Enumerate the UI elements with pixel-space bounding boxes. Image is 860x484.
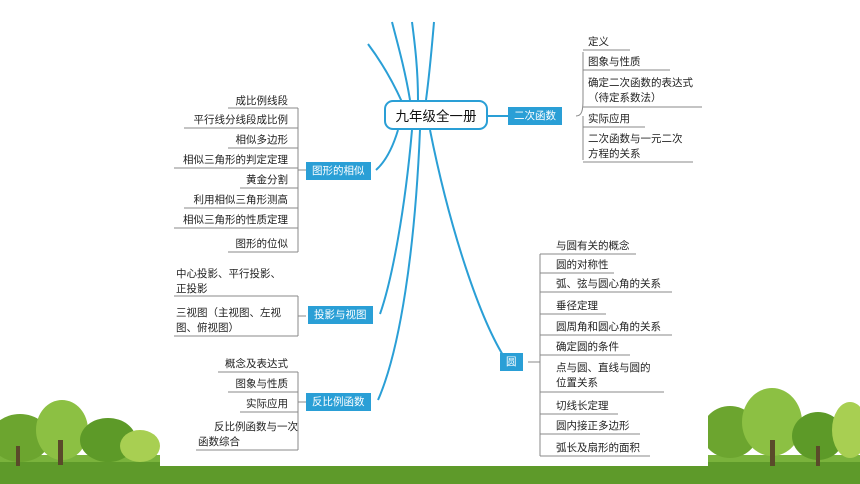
branch-tag-projection-label: 投影与视图 — [314, 309, 367, 321]
quadratic-item-5b: 方程的关系 — [588, 148, 641, 160]
branch-tag-quadratic-label: 二次函数 — [514, 110, 556, 122]
quadratic-item-3b: （待定系数法） — [588, 92, 662, 104]
similar-item-1: 成比例线段 — [235, 95, 289, 107]
similar-item-5: 黄金分割 — [246, 174, 288, 186]
branch-tag-quadratic: 二次函数 — [508, 107, 562, 125]
projection-item-2b: 图、俯视图） — [176, 322, 239, 334]
circle-item-1: 与圆有关的概念 — [556, 240, 630, 252]
branch-tag-circle: 圆 — [500, 353, 523, 371]
quadratic-item-4: 实际应用 — [588, 113, 630, 125]
inverse-item-2: 图象与性质 — [235, 378, 289, 390]
inverse-item-1: 概念及表达式 — [225, 358, 288, 370]
branch-tag-inverse: 反比例函数 — [306, 393, 371, 411]
projection-item-1b: 正投影 — [176, 283, 208, 295]
circle-item-7b: 位置关系 — [556, 377, 598, 389]
similar-item-2: 平行线分线段成比例 — [193, 114, 289, 126]
similar-item-8: 图形的位似 — [235, 238, 289, 250]
center-node: 九年级全一册 — [384, 100, 488, 130]
circle-item-9: 圆内接正多边形 — [556, 420, 630, 432]
similar-item-4: 相似三角形的判定定理 — [183, 154, 288, 166]
branch-tag-similar-label: 图形的相似 — [312, 165, 365, 177]
inverse-item-3: 实际应用 — [246, 398, 288, 410]
circle-item-6: 确定圆的条件 — [556, 341, 619, 353]
circle-item-8: 切线长定理 — [556, 400, 609, 412]
quadratic-item-1: 定义 — [588, 36, 609, 48]
similar-item-3: 相似多边形 — [235, 134, 289, 146]
circle-item-3: 弧、弦与圆心角的关系 — [556, 278, 661, 290]
inverse-item-4a: 反比例函数与一次 — [214, 421, 298, 433]
inverse-item-4b: 函数综合 — [198, 436, 240, 448]
quadratic-item-5a: 二次函数与一元二次 — [588, 133, 683, 145]
branch-tag-projection: 投影与视图 — [308, 306, 373, 324]
circle-item-5: 圆周角和圆心角的关系 — [556, 321, 661, 333]
quadratic-item-3a: 确定二次函数的表达式 — [588, 77, 693, 89]
similar-item-7: 相似三角形的性质定理 — [183, 214, 288, 226]
circle-item-7a: 点与圆、直线与圆的 — [556, 362, 651, 374]
branch-tag-circle-label: 圆 — [506, 356, 517, 368]
similar-item-6: 利用相似三角形测高 — [193, 194, 289, 206]
branch-tag-similar: 图形的相似 — [306, 162, 371, 180]
circle-item-4: 垂径定理 — [556, 300, 598, 312]
projection-item-1a: 中心投影、平行投影、 — [176, 268, 281, 280]
projection-item-2a: 三视图（主视图、左视 — [176, 307, 281, 319]
quadratic-item-2: 图象与性质 — [588, 56, 641, 68]
center-node-label: 九年级全一册 — [395, 109, 477, 125]
branch-tag-inverse-label: 反比例函数 — [312, 396, 365, 408]
circle-item-2: 圆的对称性 — [556, 259, 609, 271]
circle-item-10: 弧长及扇形的面积 — [556, 442, 640, 454]
